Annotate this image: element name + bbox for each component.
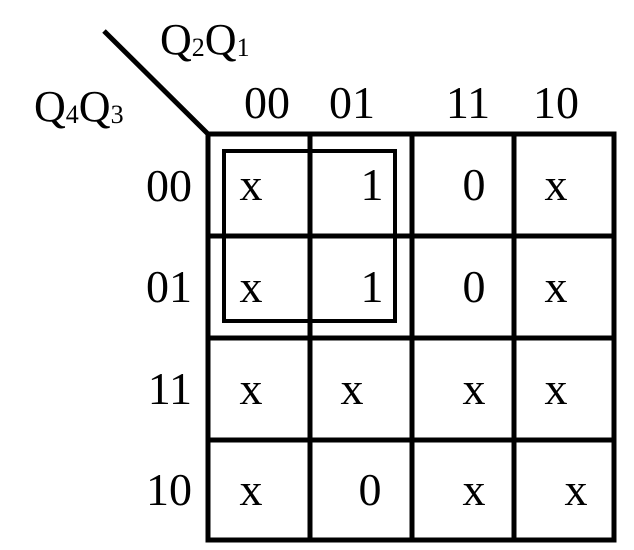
cell-value: x <box>240 261 263 312</box>
cell-value: x <box>545 261 568 312</box>
cell-value: 1 <box>361 159 384 210</box>
cell-value: x <box>463 464 486 515</box>
cell-value: x <box>240 363 263 414</box>
cell-value: x <box>341 363 364 414</box>
row-var-q4-sub: 4 <box>65 100 79 129</box>
col-header: 01 <box>329 77 375 128</box>
col-header: 00 <box>244 77 290 128</box>
row-var-q3: Q <box>78 82 111 131</box>
kmap-grid <box>205 131 617 543</box>
row-header: 11 <box>148 363 192 414</box>
cell-value: x <box>240 159 263 210</box>
group-loop <box>222 149 397 323</box>
cell-value: 1 <box>361 261 384 312</box>
cell-value: 0 <box>463 261 486 312</box>
cell-values: x 1 0 x x 1 0 x x x x x x 0 x x <box>240 159 588 515</box>
col-header: 10 <box>533 77 579 128</box>
col-var-q1: Q <box>204 15 237 64</box>
cell-value: x <box>545 159 568 210</box>
row-header: 00 <box>146 160 192 211</box>
col-var-q1-sub: 1 <box>236 33 250 62</box>
row-headers: 00 01 11 10 <box>146 160 192 515</box>
cell-value: x <box>565 464 588 515</box>
cell-value: 0 <box>463 159 486 210</box>
row-variables-label: Q4Q3 <box>34 85 124 129</box>
cell-value: 0 <box>359 464 382 515</box>
row-header: 01 <box>146 261 192 312</box>
col-var-q2: Q <box>160 15 192 64</box>
col-var-q2-sub: 2 <box>191 33 205 62</box>
col-header: 11 <box>446 77 490 128</box>
cell-value: x <box>463 363 486 414</box>
cell-value: x <box>240 464 263 515</box>
col-variables-label: Q2Q1 <box>160 18 250 62</box>
row-header: 10 <box>146 464 192 515</box>
header-diagonal <box>102 29 210 136</box>
row-var-q3-sub: 3 <box>110 100 124 129</box>
cell-value: x <box>545 363 568 414</box>
column-headers: 00 01 11 10 <box>244 77 579 128</box>
row-var-q4: Q <box>34 82 66 131</box>
